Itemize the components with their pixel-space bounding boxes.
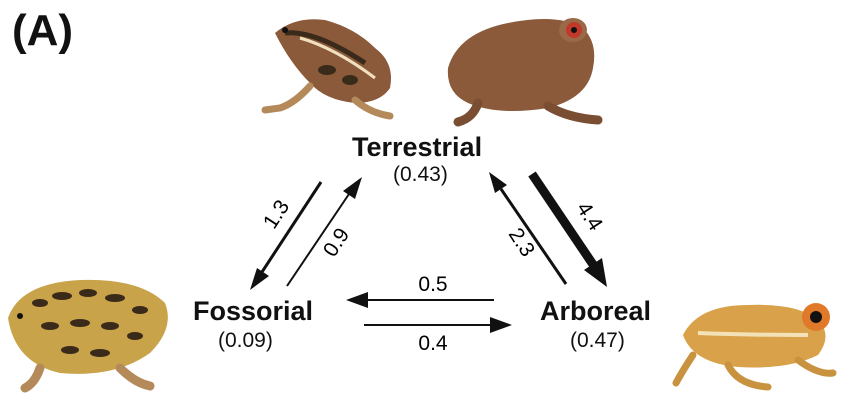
rate-label-arboreal-to-terrestrial: 2.3 [504, 224, 539, 261]
node-terrestrial-value: (0.43) [393, 163, 448, 187]
node-arboreal-label: Arboreal [540, 296, 651, 327]
arrowhead-terrestrial-to-fossorial [250, 268, 269, 290]
rate-label-arboreal-to-fossorial: 0.5 [418, 273, 447, 296]
node-terrestrial-label: Terrestrial [352, 132, 482, 163]
arrowhead-fossorial-to-terrestrial [343, 177, 362, 199]
arrowhead-arboreal-to-fossorial [346, 292, 368, 308]
node-fossorial-label: Fossorial [193, 296, 313, 327]
rate-label-terrestrial-to-arboreal: 4.4 [572, 198, 607, 235]
node-fossorial-value: (0.09) [218, 329, 273, 353]
rate-label-fossorial-to-arboreal: 0.4 [418, 332, 448, 355]
arrowhead-fossorial-to-arboreal [490, 317, 512, 333]
rate-label-terrestrial-to-fossorial: 1.3 [259, 196, 294, 233]
arrowhead-arboreal-to-terrestrial [489, 172, 507, 193]
node-arboreal-value: (0.47) [570, 329, 625, 353]
